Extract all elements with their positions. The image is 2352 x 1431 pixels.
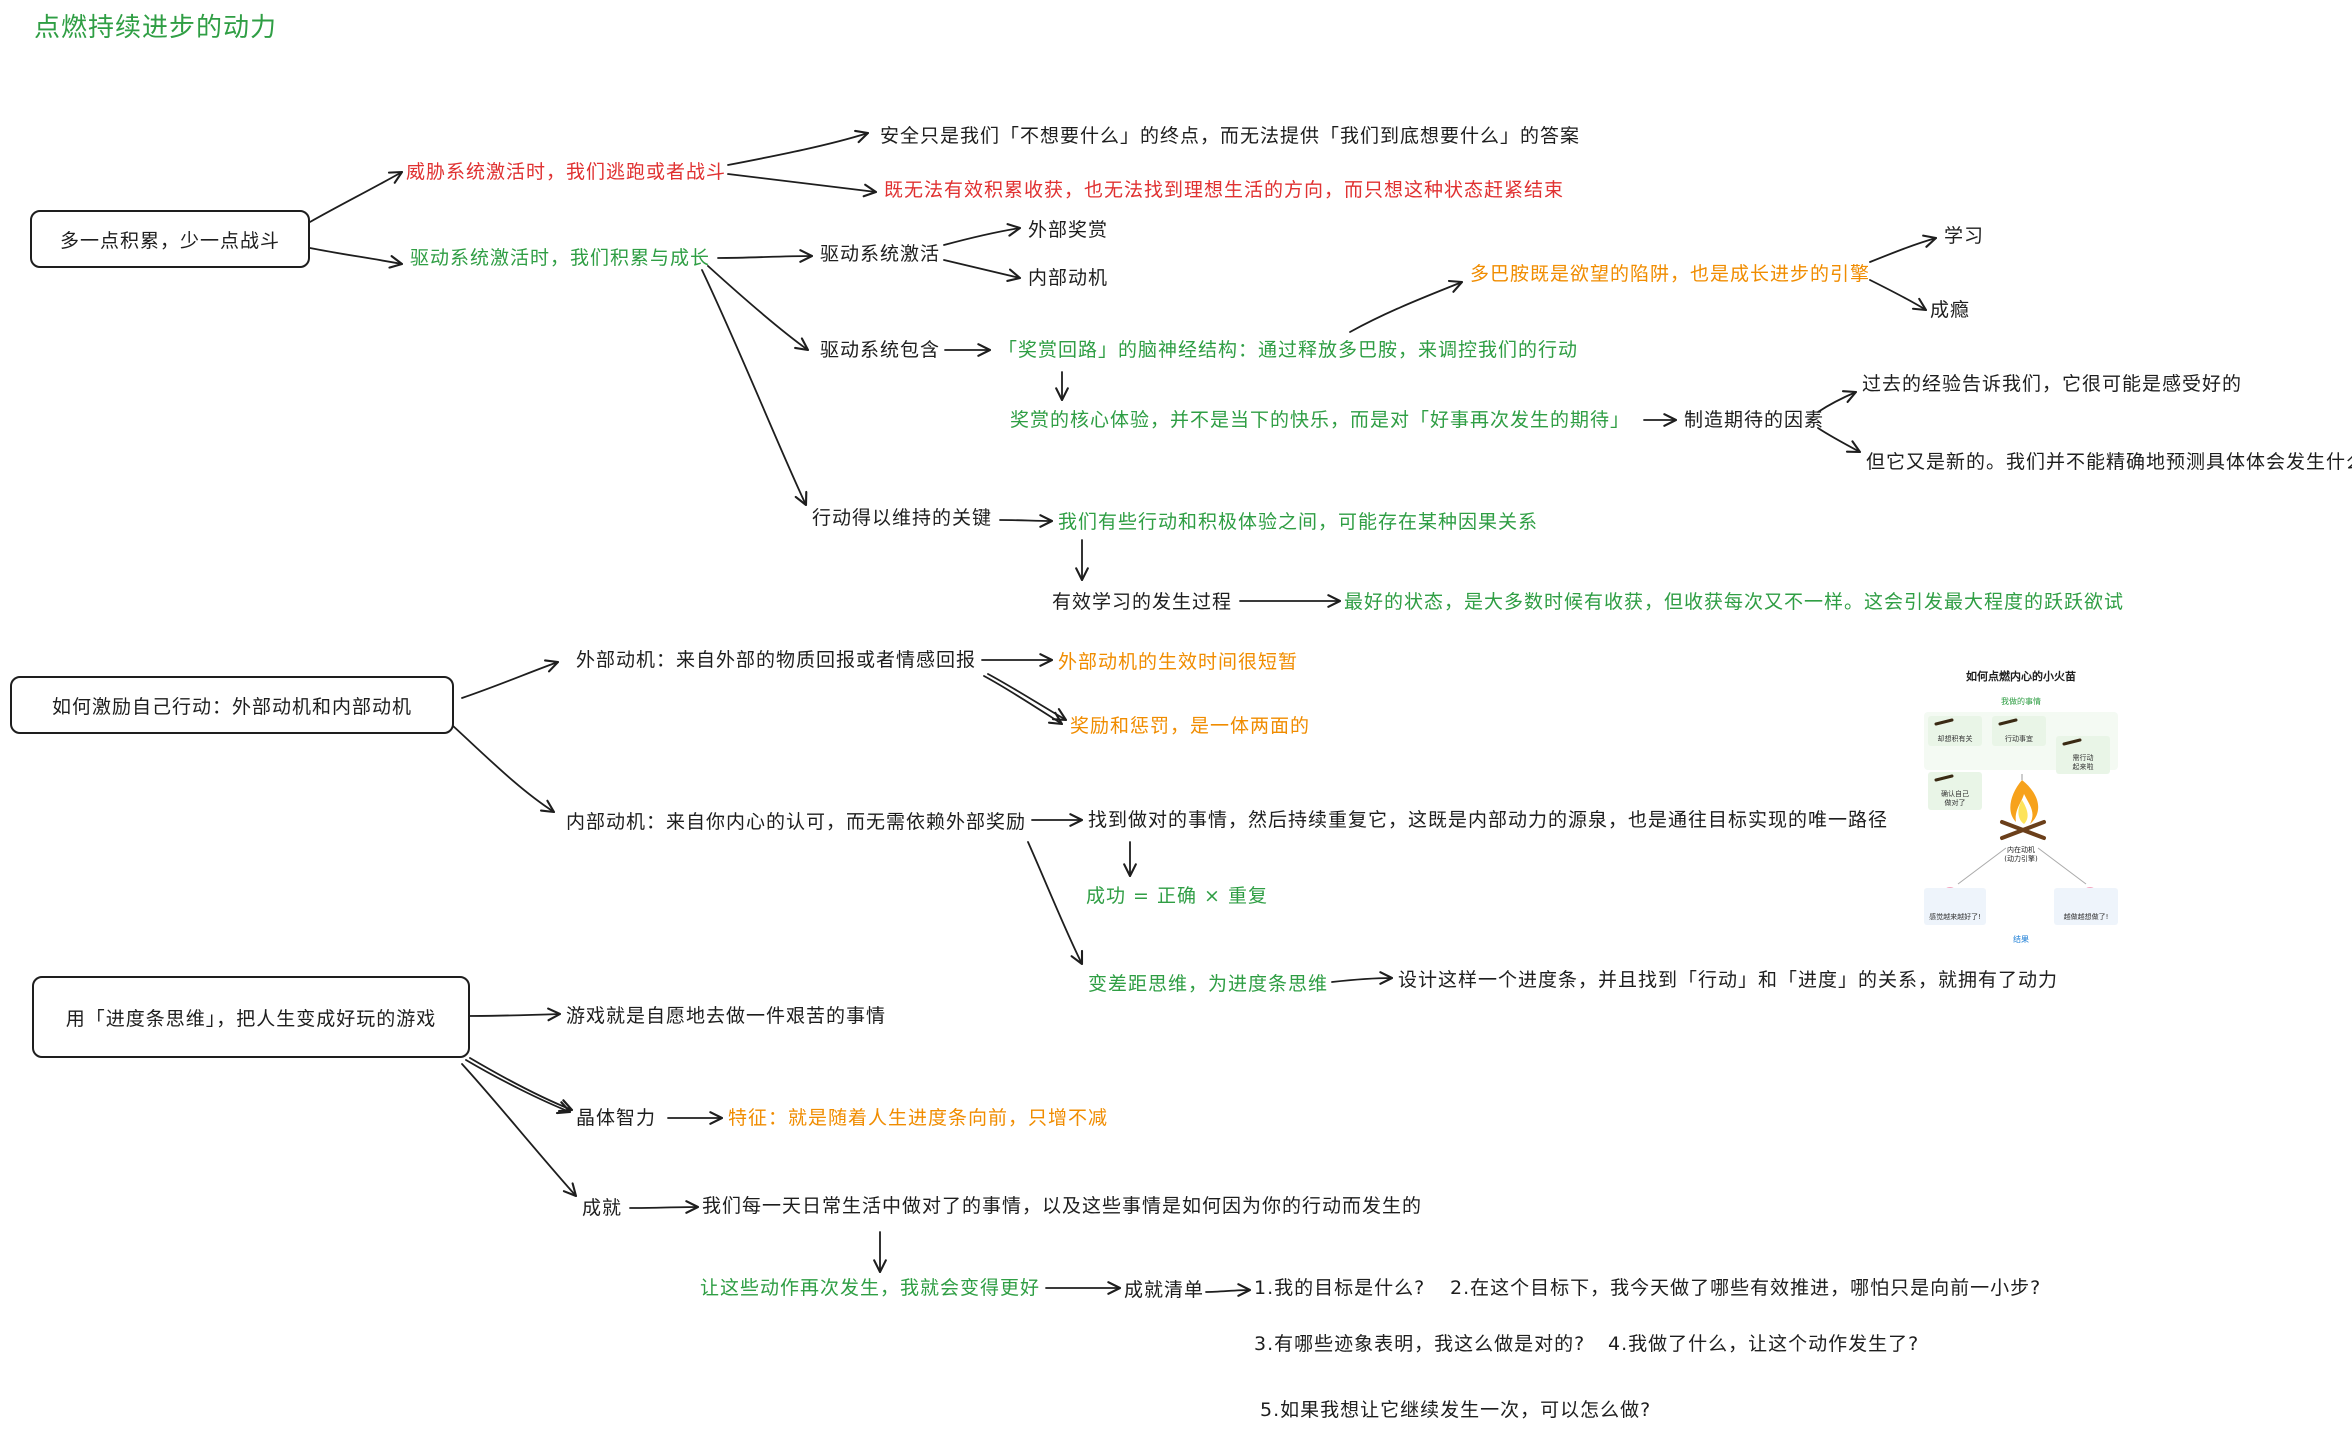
node-reward-core: 奖赏的核心体验，并不是当下的快乐，而是对「好事再次发生的期待」 [1010,409,1631,431]
figure-center-label: 内在动机 (动力引擎) [2004,846,2038,863]
node-repeat-better: 让这些动作再次发生，我就会变得更好 [700,1277,1041,1299]
node-but-new: 但它又是新的。我们并不能精确地预测具体体会发生什么 [1866,451,2352,473]
node-drive-system: 驱动系统激活时，我们积累与成长 [410,247,711,269]
node-external-short: 外部动机的生效时间很短暂 [1058,651,1299,673]
node-design-bar: 设计这样一个进度条，并且找到「行动」和「进度」的关系，就拥有了动力 [1398,969,2059,991]
figure-bottom-label: 结果 [2013,935,2029,944]
node-question-4: 4.我做了什么，让这个动作发生了? [1608,1333,1920,1355]
figure-card-2: 行动事宜 [1992,716,2046,746]
node-action-key: 行动得以维持的关键 [812,507,993,529]
node-question-3: 3.有哪些迹象表明，我这么做是对的? [1254,1333,1586,1355]
figure-right-result: 越做越想做了! [2054,888,2118,925]
node-expectation-factors: 制造期待的因素 [1684,409,1825,431]
node-dopamine: 多巴胺既是欲望的陷阱，也是成长进步的引擎 [1470,263,1871,285]
figure-left-result: 感觉越来越好了! [1924,888,1986,925]
node-feature: 特征：就是随着人生进度条向前，只增不减 [728,1107,1109,1129]
embedded-figure: 如何点燃内心的小火苗 我做的事情 却想积有关 行动事宜 需行动 起来啦 确认自己… [1918,662,2124,952]
page-title: 点燃持续进步的动力 [34,13,278,43]
node-drive-contains: 驱动系统包含 [820,339,941,361]
node-external-reward: 外部奖赏 [1028,219,1109,241]
node-drive-sys-active: 驱动系统激活 [820,243,941,265]
node-question-5: 5.如果我想让它继续发生一次，可以怎么做? [1260,1399,1652,1421]
node-reward-punish: 奖励和惩罚，是一体两面的 [1070,715,1311,737]
node-addiction: 成瘾 [1930,299,1971,321]
node-internal-def: 内部动机：来自你内心的认可，而无需依赖外部奖励 [566,811,1027,833]
node-daily: 我们每一天日常生活中做对了的事情，以及这些事情是如何因为你的行动而发生的 [702,1195,1423,1217]
node-best-state: 最好的状态，是大多数时候有收获，但收获每次又不一样。这会引发最大程度的跃跃欲试 [1344,591,2125,613]
node-crystal: 晶体智力 [576,1107,657,1129]
figure-card-1: 却想积有关 [1928,716,1982,746]
node-success-formula: 成功 = 正确 × 重复 [1086,885,1268,907]
node-effective-learning: 有效学习的发生过程 [1052,591,1233,613]
node-internal-motive: 内部动机 [1028,267,1109,289]
root-node-accumulate: 多一点积累，少一点战斗 [30,210,310,268]
node-question-2: 2.在这个目标下，我今天做了哪些有效推进，哪怕只是向前一小步? [1450,1277,2042,1299]
node-find-right: 找到做对的事情，然后持续重复它，这既是内部动力的源泉，也是通往目标实现的唯一路径 [1088,809,1889,831]
root-node-motivation: 如何激励自己行动：外部动机和内部动机 [10,676,454,734]
node-reward-loop: 「奖赏回路」的脑神经结构：通过释放多巴胺，来调控我们的行动 [998,339,1579,361]
node-safety: 安全只是我们「不想要什么」的终点，而无法提供「我们到底想要什么」的答案 [880,125,1581,147]
node-checklist: 成就清单 [1124,1279,1205,1301]
root-node-progress-bar: 用「进度条思维」，把人生变成好玩的游戏 [32,976,470,1058]
node-threat-system: 威胁系统激活时，我们逃跑或者战斗 [406,161,727,183]
node-past-experience: 过去的经验告诉我们，它很可能是感受好的 [1862,373,2243,395]
node-achievement: 成就 [582,1197,623,1219]
node-game: 游戏就是自愿地去做一件艰苦的事情 [566,1005,887,1027]
figure-subtitle: 我做的事情 [2001,697,2041,706]
node-causal: 我们有些行动和积极体验之间，可能存在某种因果关系 [1058,511,1539,533]
node-external-def: 外部动机：来自外部的物质回报或者情感回报 [576,649,977,671]
node-gap-thinking: 变差距思维，为进度条思维 [1088,973,1329,995]
node-question-1: 1.我的目标是什么? [1254,1277,1426,1299]
node-learn: 学习 [1944,225,1985,247]
node-cannot-accumulate: 既无法有效积累收获，也无法找到理想生活的方向，而只想这种状态赶紧结束 [884,179,1565,201]
figure-title: 如何点燃内心的小火苗 [1966,670,2076,683]
